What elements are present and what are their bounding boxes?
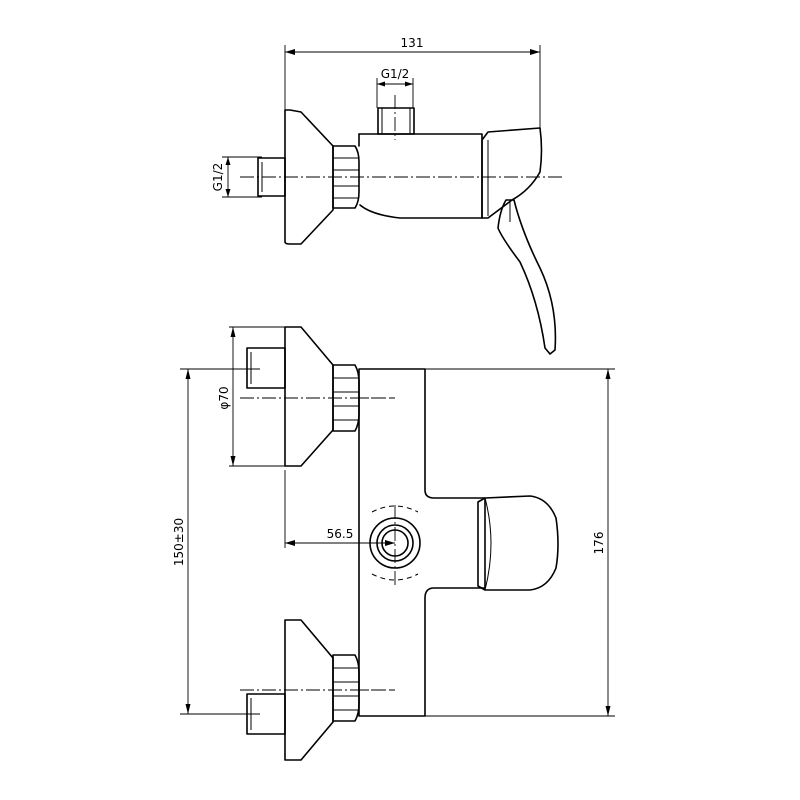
handle-knob	[477, 495, 559, 591]
mixer-body	[358, 133, 483, 219]
outlet-offset-label: 56.5	[327, 527, 354, 541]
hex-nut	[332, 145, 360, 209]
front-elevation-view: φ70 150±30 56.5 176	[172, 326, 615, 761]
top-outlet-pipe	[377, 107, 415, 135]
flange-diameter-label: φ70	[217, 386, 231, 409]
mixer-body-plate	[358, 368, 486, 717]
dimension-top-thread: G1/2	[376, 67, 414, 108]
wall-flange	[284, 109, 334, 245]
top-thread-label: G1/2	[381, 67, 410, 81]
center-distance-label: 150±30	[172, 518, 186, 566]
overall-width-label: 131	[401, 36, 424, 50]
overall-height-label: 176	[592, 532, 606, 555]
lower-hex-nut	[332, 654, 360, 722]
upper-wall-flange	[284, 326, 334, 467]
lower-wall-flange	[284, 619, 334, 761]
dimension-center-distance: 150±30	[172, 368, 260, 715]
dimension-overall-height: 176	[425, 368, 615, 717]
dimension-131: 131	[284, 36, 541, 130]
lower-inlet-pipe	[246, 693, 286, 735]
side-elevation-view: 131 G1/2 G1/2	[211, 36, 565, 355]
handle-cap	[481, 127, 543, 219]
lever-handle	[497, 199, 557, 355]
dimension-side-thread: G1/2	[211, 156, 262, 198]
hidden-arc-top	[371, 505, 419, 513]
hidden-arc-bottom	[371, 573, 419, 581]
side-thread-label: G1/2	[211, 163, 225, 192]
dimension-flange-diameter: φ70	[217, 326, 292, 467]
upper-inlet-pipe	[246, 347, 286, 389]
